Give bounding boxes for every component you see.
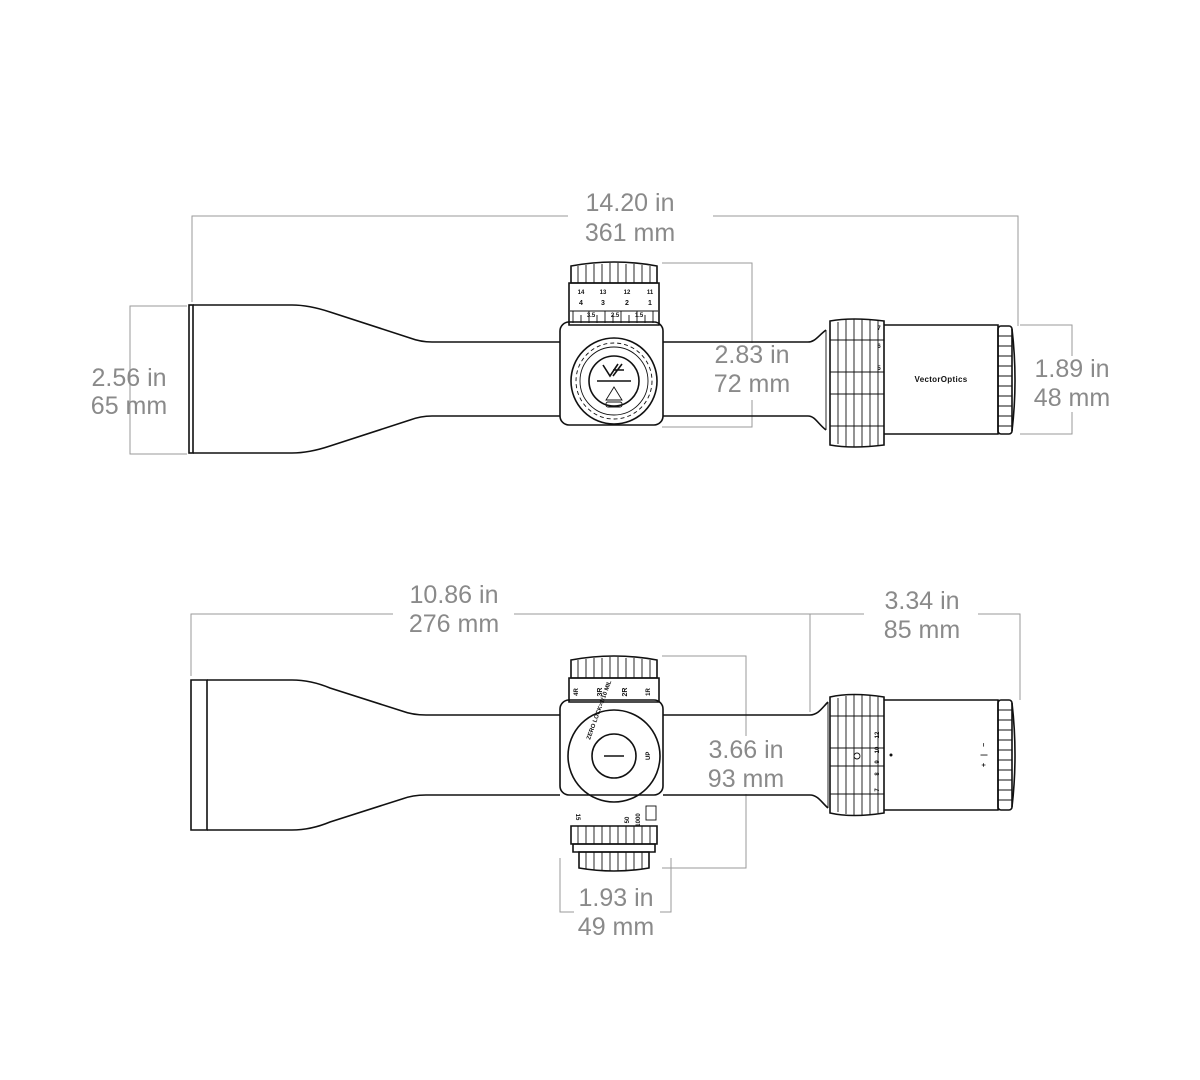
turret-scale-1: 1	[648, 300, 652, 307]
windage-mark-3R: 3R	[597, 688, 604, 697]
turret-scale-13: 13	[600, 290, 607, 296]
top-length-mm: 361 mm	[585, 219, 675, 247]
zoom-mark-7: 7	[875, 788, 881, 792]
turret-scale-3.5: 3.5	[587, 313, 596, 319]
top-turret-dimension-line-a	[662, 262, 753, 343]
side-parallax-dial: ZERO LOCK=1/10 MIL UP	[567, 680, 661, 803]
index-dot	[889, 753, 893, 757]
side-turret-width-line-a	[559, 858, 574, 913]
windage-mark-1R: 1R	[646, 687, 652, 695]
side-length-mm: 276 mm	[409, 610, 499, 638]
side-turret-height-line-b	[662, 794, 747, 869]
side-turret-width-in: 1.93 in	[578, 884, 653, 912]
side-length-in: 10.86 in	[410, 581, 499, 609]
top-turret-dimension-line-b	[662, 400, 753, 428]
side-eyepiece-in: 3.34 in	[884, 587, 959, 615]
zoom-mark-5: 5	[877, 366, 881, 372]
top-length-in: 14.20 in	[586, 189, 675, 217]
top-side-dial	[570, 337, 658, 425]
side-eyepiece-mm: 85 mm	[884, 616, 960, 644]
turret-scale-3: 3	[601, 300, 605, 307]
top-eyepiece: 7 6 5 VectorOptics	[825, 318, 1016, 448]
parallax-mark-1000: 1000	[636, 813, 642, 827]
side-eyepiece: 12 10 9 8 7 + | −	[827, 693, 1016, 817]
zoom-mark-8: 8	[875, 772, 881, 776]
turret-scale-12: 12	[624, 290, 631, 296]
side-turret-height-line-a	[662, 655, 747, 736]
parallax-box	[645, 805, 657, 821]
turret-scale-14: 14	[578, 290, 585, 296]
side-turret-height-mm: 93 mm	[708, 765, 784, 793]
diopter-bar: |	[981, 754, 988, 756]
top-eyepiece-dimension-line-b	[1020, 412, 1073, 435]
top-length-dimension-lines	[191, 215, 1019, 326]
side-turret-width-mm: 49 mm	[578, 913, 654, 941]
zoom-mark-10: 10	[875, 746, 881, 753]
top-objective-in: 2.56 in	[91, 364, 166, 392]
side-view: 10.86 in 276 mm 3.34 in 85 mm 3.66 in 93…	[190, 581, 1021, 941]
top-elevation-turret: 14 13 12 11 4 3 2 1 3.5 2.5 1.5	[559, 261, 664, 426]
parallax-mark-15: 15	[574, 814, 580, 821]
side-scope-body	[190, 679, 829, 831]
diopter-minus: −	[981, 743, 988, 747]
side-length-dimension-lines	[190, 613, 1021, 712]
parallax-mark-50: 50	[625, 816, 631, 823]
top-eyepiece-in: 1.89 in	[1034, 355, 1109, 383]
zoom-indicator-dot	[853, 752, 861, 760]
windage-mark-2R: 2R	[622, 688, 629, 697]
ve-logo-icon	[602, 363, 624, 378]
top-turret-in: 2.83 in	[714, 341, 789, 369]
top-objective-mm: 65 mm	[91, 392, 167, 420]
dial-badge	[605, 401, 623, 408]
top-eyepiece-dimension-line-a	[1020, 324, 1073, 356]
top-eyepiece-mm: 48 mm	[1034, 384, 1110, 412]
zoom-mark-7: 7	[877, 326, 881, 332]
side-turret-width-line-b	[660, 858, 672, 913]
top-turret-mm: 72 mm	[714, 370, 790, 398]
zoom-mark-9: 9	[875, 760, 881, 764]
top-view: 14.20 in 361 mm 2.56 in 65 mm 2.83 in 72…	[91, 189, 1110, 455]
turret-scale-2: 2	[625, 300, 629, 307]
brand-label: VectorOptics	[915, 375, 968, 384]
top-objective-dimension-line	[129, 305, 187, 455]
top-scope-body	[188, 304, 827, 454]
turret-scale-4: 4	[579, 300, 583, 307]
diopter-plus: +	[981, 763, 988, 767]
warning-triangle-icon	[605, 386, 623, 401]
side-turret-height-in: 3.66 in	[708, 736, 783, 764]
side-lower-turret: 1000 50 15	[570, 805, 658, 872]
turret-scale-11: 11	[647, 290, 654, 296]
windage-mark-4R: 4R	[574, 687, 580, 695]
turret-scale-2.5: 2.5	[611, 313, 620, 319]
zoom-mark-6: 6	[877, 344, 881, 350]
side-elevation-turret: 4R 3R 2R 1R	[559, 655, 664, 796]
turret-scale-1.5: 1.5	[635, 313, 644, 319]
turret-up-label: UP	[646, 752, 652, 760]
zoom-mark-12: 12	[875, 731, 881, 738]
